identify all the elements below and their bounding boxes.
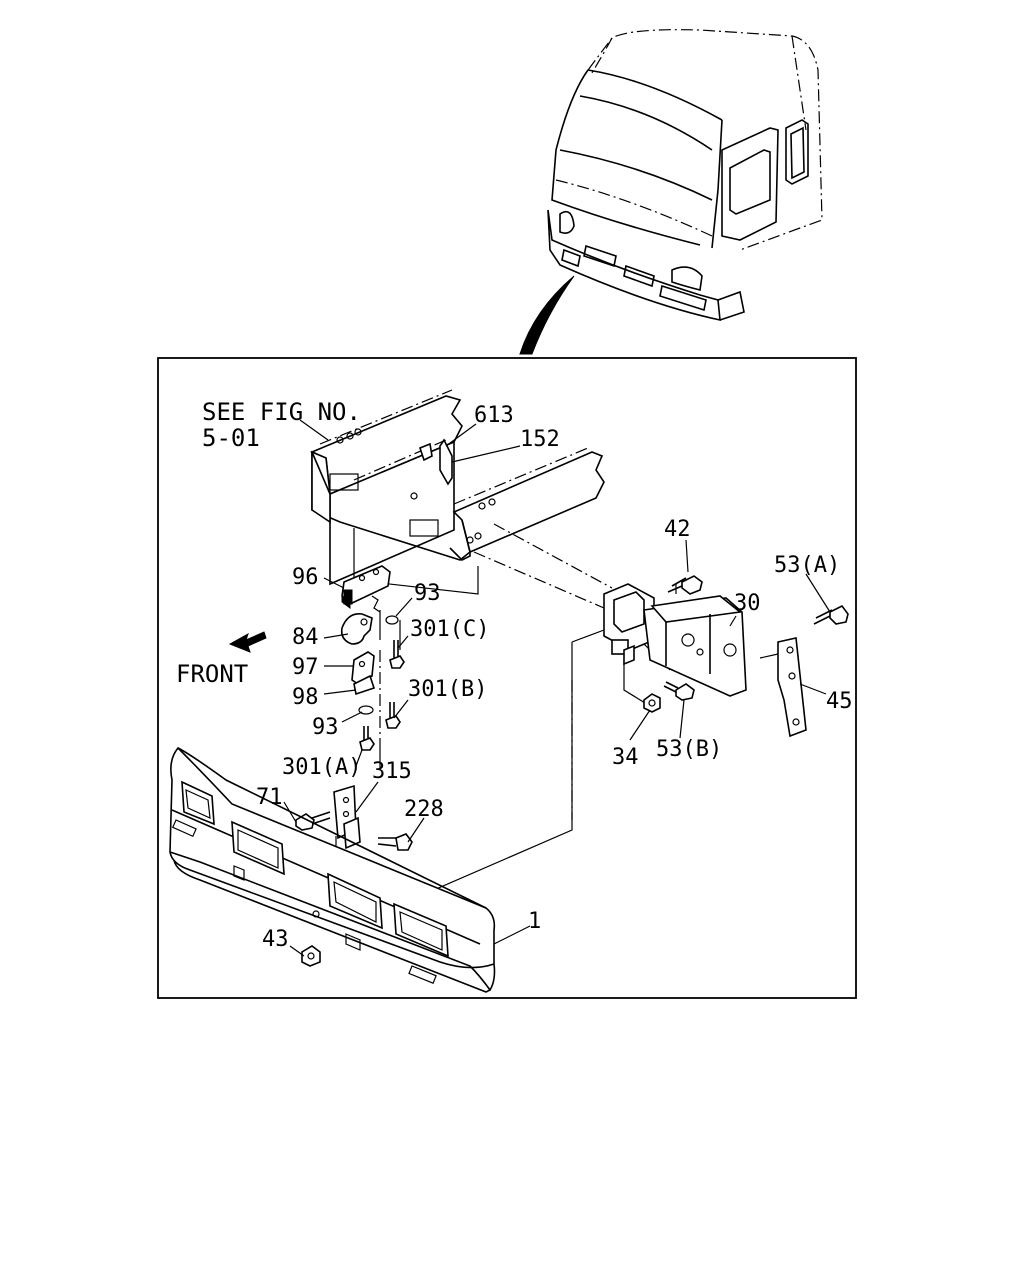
part-label-42: 42 xyxy=(664,517,691,542)
nut-43 xyxy=(301,945,321,967)
part-label-93-lower: 93 xyxy=(312,715,339,740)
part-label-301b: 301(B) xyxy=(408,677,487,702)
part-label-613: 613 xyxy=(474,403,514,428)
bolt-53a xyxy=(813,604,849,625)
part-label-45: 45 xyxy=(826,689,853,714)
part-label-30: 30 xyxy=(734,591,761,616)
detail-frame xyxy=(157,357,857,999)
leader-lines xyxy=(283,419,831,957)
front-direction-label: FRONT xyxy=(176,660,248,688)
part-label-1: 1 xyxy=(528,909,541,934)
tow-hook-parts xyxy=(340,565,405,770)
bolt-71 xyxy=(295,811,331,831)
part-label-53b: 53(B) xyxy=(656,737,722,762)
bolt-228 xyxy=(377,833,413,851)
part-label-228: 228 xyxy=(404,797,444,822)
chassis-frame-rails xyxy=(309,389,605,586)
part-label-98: 98 xyxy=(292,685,319,710)
assembly-center-lines xyxy=(353,523,671,897)
bolt-42 xyxy=(667,575,703,595)
part-label-93-upper: 93 xyxy=(414,581,441,606)
reference-note-line2: 5-01 xyxy=(202,424,260,452)
part-label-315: 315 xyxy=(372,759,412,784)
part-label-43: 43 xyxy=(262,927,289,952)
part-label-71: 71 xyxy=(256,785,283,810)
plate-45 xyxy=(777,637,807,738)
part-label-152: 152 xyxy=(520,427,560,452)
front-bracket-assembly xyxy=(603,583,747,697)
truck-cab-illustration xyxy=(519,29,823,355)
front-bumper xyxy=(169,746,496,993)
reference-note-line1: SEE FIG NO. xyxy=(202,398,361,426)
part-label-34: 34 xyxy=(612,745,639,770)
bolt-53b xyxy=(663,681,695,701)
part-label-301a: 301(A) xyxy=(282,755,361,780)
part-label-84: 84 xyxy=(292,625,319,650)
part-label-301c: 301(C) xyxy=(410,617,489,642)
part-label-53a: 53(A) xyxy=(774,553,840,578)
part-label-97: 97 xyxy=(292,655,319,680)
nut-34 xyxy=(643,693,661,713)
part-label-96: 96 xyxy=(292,565,319,590)
front-direction-arrow-icon xyxy=(228,631,267,653)
